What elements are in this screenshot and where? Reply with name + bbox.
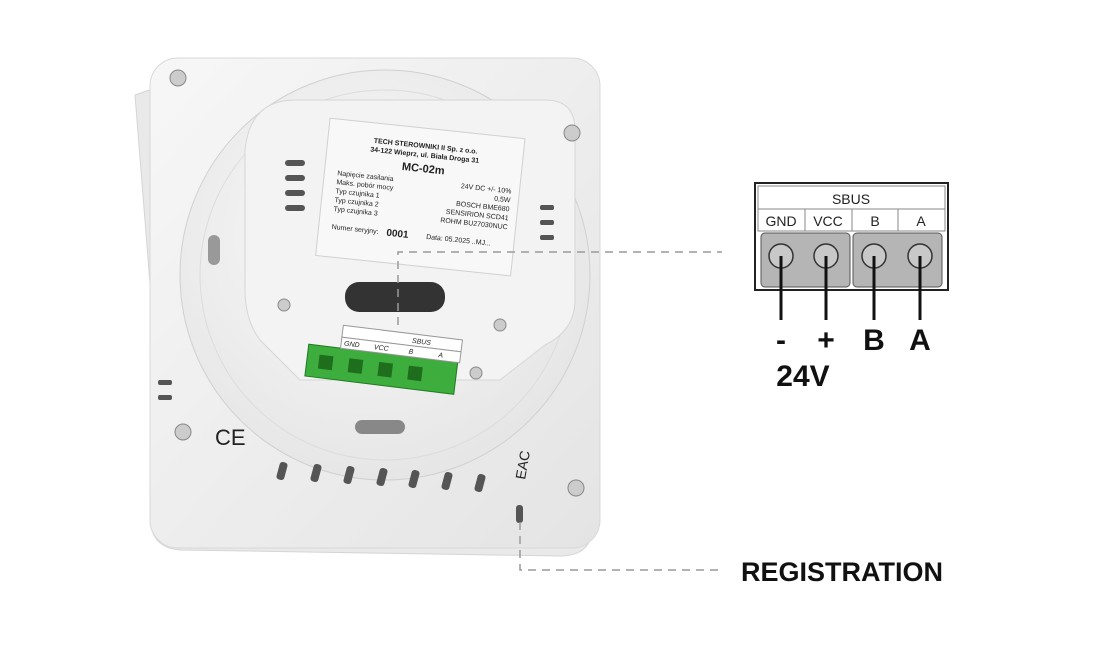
thermostat-device: CE EAC TECH STEROWNIKI II Sp. z o.o. 34-… [134, 57, 601, 557]
wire-label-minus: - [776, 324, 786, 357]
eac-mark: EAC [512, 449, 533, 480]
pin-label-vcc: VCC [813, 213, 843, 229]
wire-label-a: A [909, 324, 931, 357]
label-serial: 0001 [386, 228, 410, 241]
device-pin-label: B [408, 348, 414, 356]
label-row-key: Typ czujnika 1 [335, 188, 380, 200]
pin-label-a: A [916, 213, 926, 229]
screw-icon [169, 69, 585, 497]
slot [208, 235, 220, 265]
label-row-key: Typ czujnika 3 [333, 206, 378, 218]
ce-mark: CE [215, 425, 246, 450]
device-pin-label: GND [344, 341, 360, 350]
label-row-key: Typ czujnika 2 [334, 197, 379, 209]
label-row-value: 0,5W [494, 196, 511, 205]
wire-label-b: B [863, 324, 885, 357]
wires [779, 256, 922, 320]
label-model: MC-02m [401, 161, 445, 177]
product-label: TECH STEROWNIKI II Sp. z o.o. 34-122 Wie… [315, 117, 526, 277]
device-connector-title: SBUS [411, 338, 431, 347]
pin-label-b: B [870, 213, 879, 229]
registration-label: REGISTRATION [741, 557, 943, 587]
pin-label-gnd: GND [765, 213, 796, 229]
leader-lines [397, 251, 722, 571]
sbus-terminal-diagram: SBUS GND VCC B A - + B A 24V [754, 182, 949, 393]
voltage-label: 24V [776, 360, 829, 393]
label-serial-caption: Numer seryjny: [331, 224, 379, 236]
sbus-title: SBUS [832, 191, 870, 207]
terminal-screw-icon [768, 243, 933, 269]
vent-slots [158, 160, 554, 523]
wire-label-plus: + [817, 324, 835, 357]
slot [345, 282, 445, 312]
device-sbus-connector: SBUS GND VCC B A [304, 324, 464, 395]
device-pin-label: VCC [373, 344, 389, 353]
device-pin-label: A [437, 352, 444, 360]
slot [355, 420, 405, 434]
